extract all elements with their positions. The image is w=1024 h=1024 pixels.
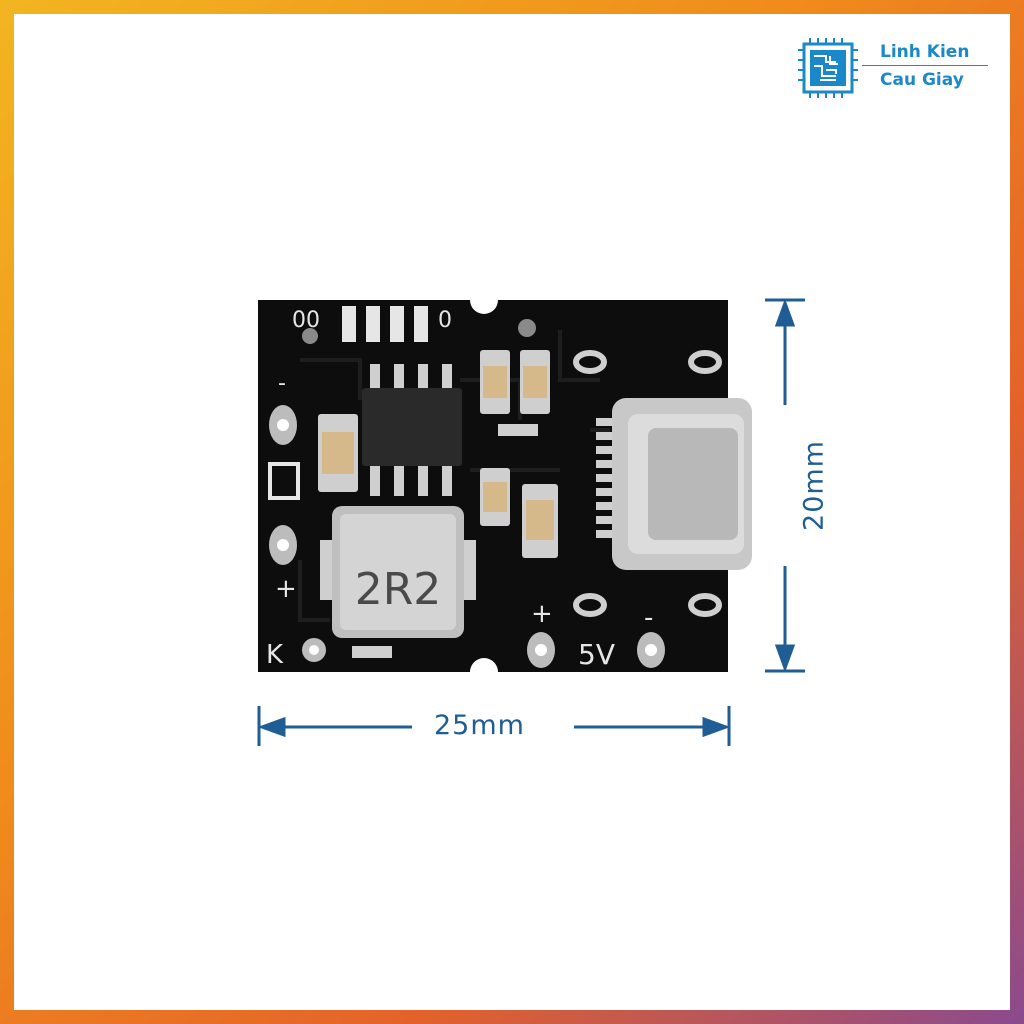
led-pads (342, 306, 428, 342)
pad-minus-out: - (644, 603, 653, 633)
pad-5v-label: 5V (578, 638, 615, 671)
pad-plus-left: + (275, 574, 297, 604)
led-label-left: 00 (292, 308, 320, 333)
brand-name-line1: Linh Kien (880, 42, 970, 62)
ic-chip (362, 364, 462, 496)
smd-components (302, 319, 558, 658)
inductor (320, 506, 476, 638)
dimension-lines (257, 298, 805, 746)
brand-logo: Linh Kien Cau Giay (796, 36, 996, 98)
solder-pads (268, 405, 665, 668)
pad-k-label: K (266, 640, 284, 670)
pad-plus-out: + (531, 599, 553, 629)
pad-minus-left: - (278, 371, 286, 396)
brand-name-line2: Cau Giay (880, 70, 964, 90)
mounting-pads (573, 350, 722, 617)
usb-c-connector (596, 398, 752, 570)
logo-divider (862, 65, 988, 66)
chip-logo-icon (798, 38, 858, 98)
inductor-label: 2R2 (355, 564, 442, 615)
led-label-right: 0 (438, 308, 452, 333)
height-dimension-label: 20mm (798, 440, 830, 531)
width-dimension-label: 25mm (434, 710, 525, 741)
